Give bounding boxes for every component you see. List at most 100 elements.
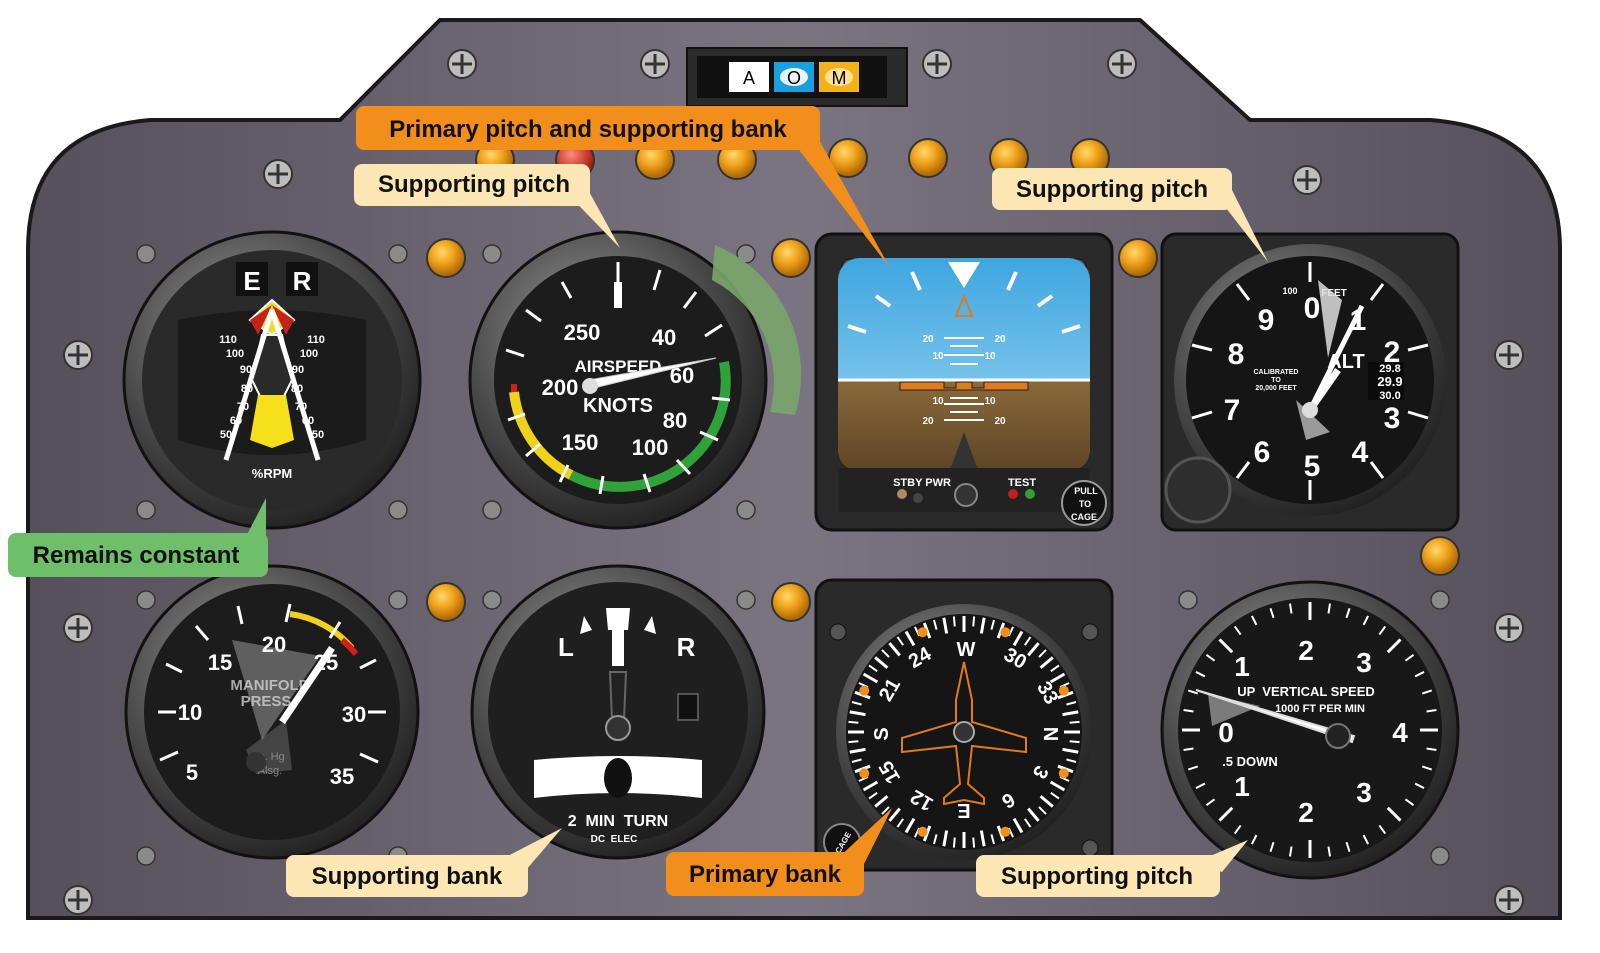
tick-mark xyxy=(1012,817,1024,834)
tick-mark xyxy=(972,837,976,848)
callout-label: Supporting pitch xyxy=(378,171,570,198)
tick-mark xyxy=(1426,747,1437,752)
tick-mark xyxy=(942,830,949,847)
callout-label: Supporting pitch xyxy=(1016,176,1208,203)
tick-mark xyxy=(990,834,995,845)
annunciator-lights xyxy=(426,138,1460,622)
pitch-label: 10 xyxy=(984,351,996,362)
tick-mark xyxy=(874,795,889,808)
airplane-symbol-icon xyxy=(901,661,1027,806)
tick-mark xyxy=(896,818,905,828)
tick-mark xyxy=(1362,834,1370,845)
tick-mark xyxy=(1012,630,1024,647)
tick-mark xyxy=(1414,670,1425,678)
screw-icon xyxy=(1494,885,1524,915)
alt-number: 3 xyxy=(1384,402,1401,435)
heading-index-marker xyxy=(1058,768,1069,779)
tick-mark xyxy=(1069,720,1080,724)
attitude-indicator: 20 20 10 10 10 10 20 20 STBY PWR TEST PU… xyxy=(814,232,1114,532)
tick-mark xyxy=(888,807,901,822)
tick-mark xyxy=(1378,824,1387,835)
inclinometer-ball xyxy=(604,758,632,798)
tick-mark xyxy=(849,747,866,754)
vertical-speed-indicator: 1 2 3 0 4 1 2 3 UP VERTICAL SPEED 1000 F… xyxy=(1160,580,1460,880)
vsi-ticks xyxy=(1182,602,1438,858)
tick-mark xyxy=(1050,791,1060,800)
tach-left-scale: 80 xyxy=(241,383,253,395)
tick-mark xyxy=(1066,701,1077,706)
tick-mark xyxy=(1426,708,1437,713)
miniature-aircraft-icon xyxy=(899,381,1029,391)
tick-mark xyxy=(1386,806,1402,822)
annunciator-light xyxy=(426,238,466,278)
screw-icon xyxy=(1494,613,1524,643)
alt-hundred-label: 100 xyxy=(1282,286,1297,296)
tick-mark xyxy=(1069,740,1080,744)
tach-right-scale: 50 xyxy=(312,429,324,441)
tick-mark xyxy=(1039,656,1054,669)
turn-left-label: L xyxy=(558,632,574,662)
vsi-number: 2 xyxy=(1298,635,1314,666)
tick-mark xyxy=(1023,818,1032,828)
alt-number: 8 xyxy=(1228,338,1245,371)
tick-mark xyxy=(1327,603,1332,614)
tick-mark xyxy=(952,837,956,848)
screw-icon xyxy=(1494,340,1524,370)
airspeed-label: 100 xyxy=(632,435,669,460)
vsi-down-label: .5 DOWN xyxy=(1222,754,1278,769)
airspeed-label: 200 xyxy=(542,375,579,400)
marker-beacon-selector: A O M xyxy=(686,47,908,107)
annunciator-light xyxy=(771,582,811,622)
turn-right-label: R xyxy=(677,632,696,662)
altimeter: 0 1 2 3 4 5 6 7 8 9 100 FEET CALIBRATED … xyxy=(1160,232,1460,532)
heading-index-marker xyxy=(1058,685,1069,696)
pitch-label: 10 xyxy=(984,396,996,407)
kollsman-value: 29.9 xyxy=(1377,374,1402,389)
stby-pwr-light xyxy=(913,493,923,503)
panel-screws xyxy=(63,49,1524,915)
callout-supporting-pitch-altimeter: Supporting pitch xyxy=(992,168,1268,262)
heading-index-marker xyxy=(917,627,928,638)
tick-mark xyxy=(1345,607,1351,619)
tick-mark xyxy=(904,630,916,647)
pull-label: PULL xyxy=(1074,486,1098,496)
barometric-knob xyxy=(1164,456,1232,524)
annunciator-light xyxy=(1118,238,1158,278)
alt-number: 6 xyxy=(1254,436,1271,469)
test-button xyxy=(954,483,978,507)
compass-ticks xyxy=(848,616,1080,848)
heading-indicator: W 30 33 N 3 6 E 12 15 S 21 24 CAGE xyxy=(814,578,1114,872)
tick-mark xyxy=(1205,653,1216,662)
cage-label: CAGE xyxy=(1071,512,1097,522)
tick-mark xyxy=(942,617,949,634)
alt-calibrated: 20,000 FEET xyxy=(1255,385,1297,392)
tick-mark xyxy=(933,834,938,845)
kollsman-window xyxy=(1368,362,1404,400)
tick-mark xyxy=(848,720,859,724)
callout-label: Remains constant xyxy=(33,542,240,569)
flag-window xyxy=(677,693,699,721)
vsi-number: 4 xyxy=(1392,717,1408,748)
tick-mark xyxy=(1345,841,1351,853)
tick-mark xyxy=(868,791,878,800)
airspeed-label: 150 xyxy=(562,430,599,455)
tick-mark xyxy=(849,710,866,717)
tick-mark xyxy=(1027,807,1040,822)
turn-elec-label: DC ELEC xyxy=(591,834,638,845)
alt-number: 2 xyxy=(1384,336,1401,369)
tick-mark xyxy=(979,617,986,634)
screw-icon xyxy=(63,613,93,643)
tach-r-label: R xyxy=(293,266,312,296)
screw-icon xyxy=(1292,165,1322,195)
heading-index-marker xyxy=(917,826,928,837)
tick-mark xyxy=(1414,782,1425,790)
kollsman-value: 30.0 xyxy=(1379,390,1400,402)
turn-coordinator: L R 2 MIN TURN DC ELEC xyxy=(470,564,766,860)
tick-mark xyxy=(1038,649,1047,658)
tick-mark xyxy=(1187,689,1199,695)
tick-mark xyxy=(868,664,878,673)
screw-icon xyxy=(1107,49,1137,79)
tach-left-scale: 50 xyxy=(220,429,232,441)
map-label: 20 xyxy=(262,632,286,657)
heading-index-marker xyxy=(859,768,870,779)
